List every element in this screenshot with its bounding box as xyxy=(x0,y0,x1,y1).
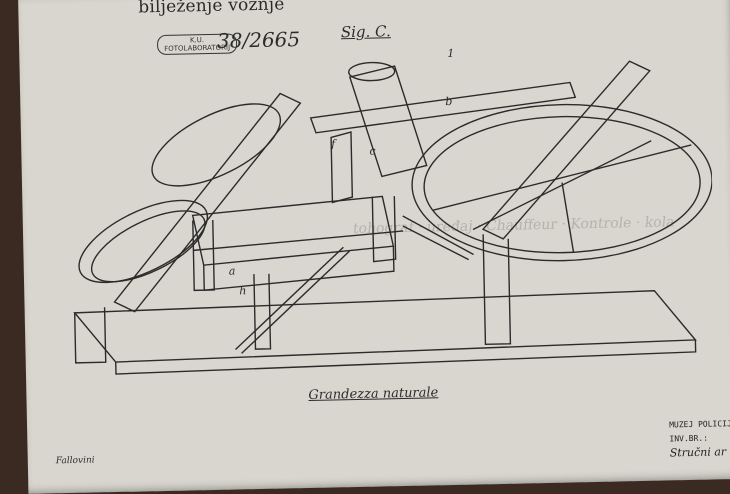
top-text: bilježenje vožnje xyxy=(138,0,285,18)
svg-text:f: f xyxy=(330,137,337,150)
svg-text:b: b xyxy=(445,95,452,108)
svg-text:c: c xyxy=(369,145,375,158)
svg-text:h: h xyxy=(239,284,246,297)
document-page: bilježenje vožnje K.U. FOTOLABORATORIJ 3… xyxy=(18,0,730,494)
museum-inventory-stamp: MUZEJ POLICIJE INV.BR.: Stručni ar xyxy=(669,419,730,460)
signature: Fallovini xyxy=(55,455,95,467)
drawing-caption: Grandezza naturale xyxy=(308,385,439,404)
tachograph-technical-drawing: 1 b f c a h xyxy=(73,47,713,375)
svg-text:a: a xyxy=(229,265,236,278)
figure-label: Sig. C. xyxy=(340,22,391,42)
svg-text:1: 1 xyxy=(447,47,454,60)
